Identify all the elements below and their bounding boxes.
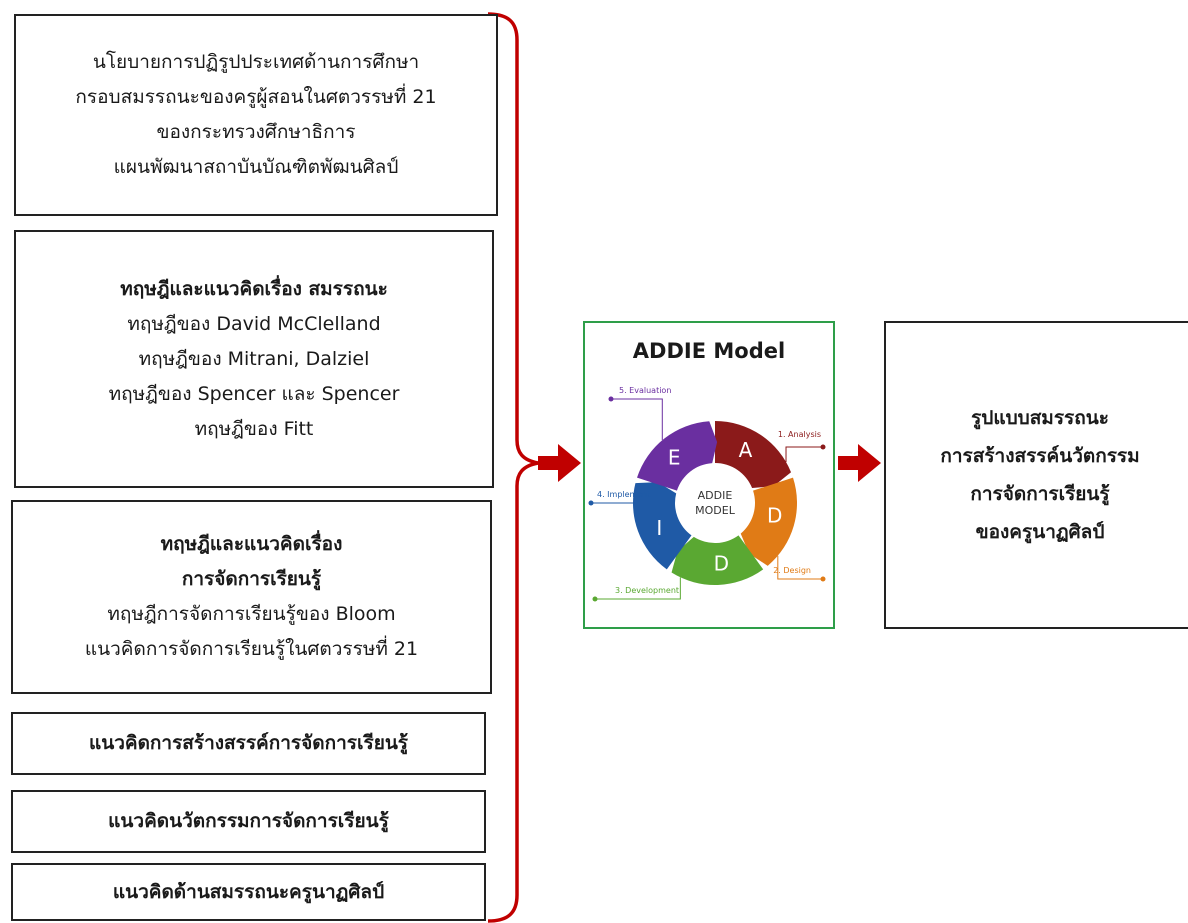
policy-line: นโยบายการปฏิรูปประเทศด้านการศึกษา: [92, 51, 420, 73]
policy-line: กรอบสมรรถนะของครูผู้สอนในศตวรรษที่ 21: [75, 86, 437, 108]
addie-phase-label: 2. Design: [773, 566, 811, 575]
addie-leader-dot: [820, 576, 826, 582]
addie-phase-label: 1. Analysis: [778, 430, 821, 439]
addie-leader-dot: [608, 396, 614, 402]
arrow-to-addie: [538, 444, 581, 482]
addie-leader-dot: [592, 596, 598, 602]
addie-segment: [740, 477, 797, 566]
innovation-learning-box: แนวคิดนวัตกรรมการจัดการเรียนรู้: [11, 790, 486, 853]
addie-leader-line: [785, 446, 823, 462]
addie-title: ADDIE Model: [632, 339, 786, 363]
addie-leader-line: [611, 398, 663, 441]
addie-center-circle: [677, 465, 753, 541]
creative-learning-box: แนวคิดการสร้างสรรค์การจัดการเรียนรู้: [11, 712, 486, 775]
addie-segment-letter: E: [668, 446, 681, 470]
learning-theory-line: แนวคิดการจัดการเรียนรู้ในศตวรรษที่ 21: [84, 638, 419, 660]
competency-theory-box: ทฤษฎีและแนวคิดเรื่อง สมรรถนะ ทฤษฎีของ Da…: [14, 230, 494, 488]
addie-leader-dot: [820, 444, 826, 450]
addie-segment: [671, 535, 764, 585]
learning-theory-heading: ทฤษฎีและแนวคิดเรื่อง: [160, 533, 343, 555]
arrow-to-output: [838, 444, 881, 482]
output-line: ของครูนาฏศิลป์: [975, 521, 1105, 543]
addie-center-text: MODEL: [695, 504, 736, 517]
addie-phase-label: 4. Implement: [597, 490, 650, 499]
addie-segment-letter: D: [767, 504, 782, 528]
learning-theory-line: ทฤษฎีการจัดการเรียนรู้ของ Bloom: [107, 603, 396, 625]
addie-segment-letter: I: [656, 516, 662, 540]
output-line: การจัดการเรียนรู้: [970, 483, 1110, 505]
addie-leader-line: [777, 555, 823, 580]
output-box: รูปแบบสมรรถนะ การสร้างสรรค์นวัตกรรม การจ…: [884, 321, 1188, 629]
competency-theory-line: ทฤษฎีของ Spencer และ Spencer: [108, 382, 400, 405]
competency-theory-line: ทฤษฎีของ David McClelland: [127, 312, 381, 335]
learning-theory-box: ทฤษฎีและแนวคิดเรื่อง การจัดการเรียนรู้ ท…: [11, 500, 492, 694]
addie-phase-label: 5. Evaluation: [619, 386, 671, 395]
addie-segment-letter: D: [714, 552, 729, 576]
addie-leader-dot: [588, 500, 594, 506]
addie-center-text: ADDIE: [698, 489, 733, 502]
output-line: การสร้างสรรค์นวัตกรรม: [940, 445, 1140, 467]
dance-teacher-competency-box: แนวคิดด้านสมรรถนะครูนาฏศิลป์: [11, 863, 486, 921]
learning-theory-heading: การจัดการเรียนรู้: [181, 568, 322, 590]
competency-theory-line: ทฤษฎีของ Mitrani, Dalziel: [138, 347, 370, 370]
competency-theory-heading: ทฤษฎีและแนวคิดเรื่อง สมรรถนะ: [120, 277, 388, 300]
addie-segment-letter: A: [739, 438, 753, 462]
dance-teacher-competency-label: แนวคิดด้านสมรรถนะครูนาฏศิลป์: [112, 880, 385, 903]
competency-theory-line: ทฤษฎีของ Fitt: [194, 417, 314, 440]
addie-segment: [715, 421, 792, 489]
creative-learning-label: แนวคิดการสร้างสรรค์การจัดการเรียนรู้: [88, 732, 409, 754]
policy-box: นโยบายการปฏิรูปประเทศด้านการศึกษา กรอบสม…: [14, 14, 498, 216]
addie-phase-label: 3. Development: [615, 586, 679, 595]
output-line: รูปแบบสมรรถนะ: [971, 407, 1109, 429]
innovation-learning-label: แนวคิดนวัตกรรมการจัดการเรียนรู้: [108, 810, 389, 832]
policy-line: ของกระทรวงศึกษาธิการ: [156, 121, 356, 143]
addie-leader-line: [595, 577, 681, 600]
addie-segment: [633, 482, 692, 570]
policy-line: แผนพัฒนาสถาบันบัณฑิตพัฒนศิลป์: [113, 156, 399, 178]
addie-segment: [637, 421, 718, 491]
